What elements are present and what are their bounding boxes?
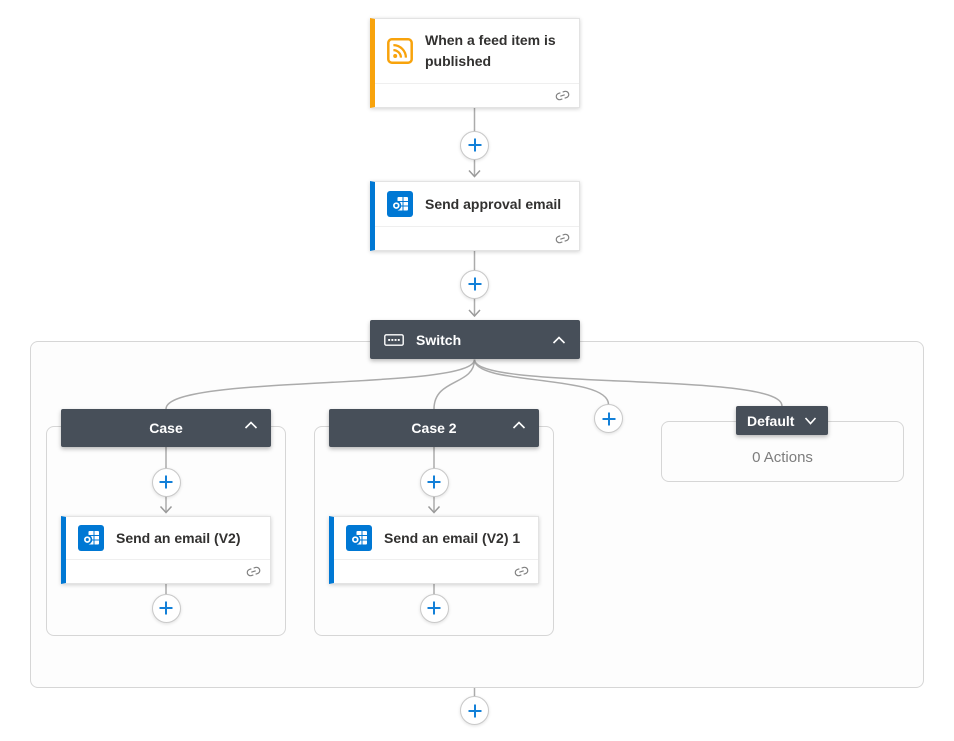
link-icon: [513, 564, 531, 579]
approval-action-card[interactable]: Send approval email: [370, 181, 580, 251]
insert-step-after-trigger-button[interactable]: [460, 130, 489, 160]
plus-icon: [159, 475, 173, 489]
switch-icon: [384, 333, 404, 346]
switch-label: Switch: [416, 331, 462, 348]
default-branch-label: Default: [747, 412, 795, 429]
approval-card-header: Send approval email: [375, 182, 579, 226]
trigger-card-header: When a feed item is published: [375, 19, 579, 83]
chevron-up-icon[interactable]: [512, 421, 526, 429]
chevron-down-icon[interactable]: [804, 416, 817, 425]
link-icon: [245, 564, 263, 579]
case-2-email-action-title: Send an email (V2) 1: [384, 529, 521, 546]
approval-card-footer: [375, 226, 579, 250]
approval-action-title: Send approval email: [425, 195, 562, 212]
plus-icon: [602, 412, 615, 425]
case-1-header[interactable]: Case: [61, 409, 271, 447]
rss-icon: [387, 38, 413, 64]
trigger-card-footer: [375, 83, 579, 107]
case-1-email-action-card[interactable]: Send an email (V2): [61, 516, 271, 584]
link-icon: [554, 88, 572, 103]
outlook-icon: [78, 525, 104, 551]
case-1-insert-action-bottom-button[interactable]: [151, 593, 181, 623]
link-icon: [554, 231, 572, 246]
case-1-email-card-footer: [66, 559, 270, 583]
chevron-up-icon[interactable]: [244, 421, 258, 429]
insert-step-after-switch-button[interactable]: [460, 696, 489, 725]
default-branch-header[interactable]: Default: [736, 406, 828, 435]
plus-icon: [159, 601, 173, 615]
outlook-icon: [387, 191, 413, 217]
case-2-email-card-footer: [334, 559, 538, 583]
case-2-header[interactable]: Case 2: [329, 409, 539, 447]
case-2-insert-action-bottom-button[interactable]: [419, 593, 449, 623]
plus-icon: [468, 277, 481, 291]
plus-icon: [468, 138, 481, 152]
case-1-insert-action-top-button[interactable]: [151, 467, 181, 497]
case-1-email-action-title: Send an email (V2): [116, 529, 241, 546]
plus-icon: [427, 475, 441, 489]
insert-step-after-approval-button[interactable]: [460, 269, 489, 299]
trigger-title: When a feed item is published: [425, 32, 556, 69]
switch-header[interactable]: Switch: [370, 320, 580, 359]
case-2-insert-action-top-button[interactable]: [419, 467, 449, 497]
trigger-card[interactable]: When a feed item is published: [370, 18, 580, 108]
case-2-email-action-card[interactable]: Send an email (V2) 1: [329, 516, 539, 584]
add-case-button[interactable]: [594, 404, 623, 433]
plus-icon: [468, 704, 481, 717]
default-branch-container: 0 Actions: [661, 421, 904, 482]
outlook-icon: [346, 525, 372, 551]
default-actions-count: 0 Actions: [752, 449, 813, 466]
case-1-email-card-header: Send an email (V2): [66, 517, 270, 559]
case-1-label: Case: [149, 420, 183, 436]
chevron-up-icon[interactable]: [552, 335, 566, 344]
plus-icon: [427, 601, 441, 615]
case-2-label: Case 2: [411, 420, 457, 436]
case-2-email-card-header: Send an email (V2) 1: [334, 517, 538, 559]
